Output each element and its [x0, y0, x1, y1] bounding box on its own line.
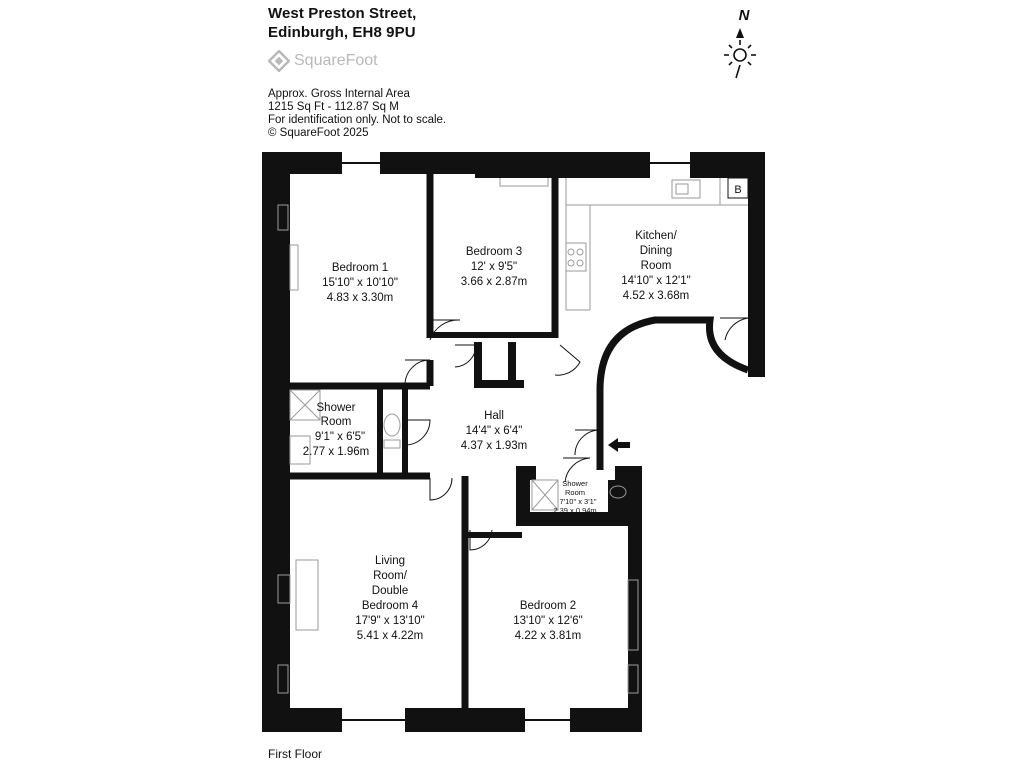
- brand-name: SquareFoot: [294, 52, 378, 69]
- living-name-3: Double: [372, 585, 408, 597]
- compass-sun-icon: N: [724, 7, 756, 79]
- hall-imperial: 14'4" x 6'4": [466, 425, 523, 437]
- shower-tray-icon: [289, 389, 321, 421]
- compass-north-label: N: [739, 7, 751, 24]
- shower2-name-1: Shower: [562, 479, 588, 488]
- kitchen-name-3: Room: [641, 260, 672, 272]
- living-name-1: Living: [375, 555, 405, 567]
- address-line-1: West Preston Street,: [268, 5, 417, 22]
- bedroom1-name: Bedroom 1: [332, 262, 388, 274]
- floor-label: First Floor: [268, 747, 322, 761]
- bedroom2-metric: 4.22 x 3.81m: [515, 630, 581, 642]
- interior-walls: [286, 172, 762, 712]
- kitchen-metric: 4.52 x 3.68m: [623, 290, 689, 302]
- exterior-walls: [262, 152, 765, 732]
- shower1-imperial: 9'1" x 6'5": [315, 431, 365, 443]
- service-core: [474, 342, 524, 388]
- shower2-metric: 2.39 x 0.94m: [553, 506, 596, 515]
- hall-metric: 4.37 x 1.93m: [461, 440, 527, 452]
- shower1-name-1: Shower: [317, 402, 356, 414]
- bedroom1-imperial: 15'10" x 10'10": [322, 277, 398, 289]
- shower1-metric: 2.77 x 1.96m: [303, 446, 369, 458]
- fixtures: [277, 177, 749, 694]
- address-line-2: Edinburgh, EH8 9PU: [268, 24, 416, 41]
- shower1-name-2: Room: [321, 416, 352, 428]
- sink-icon: [671, 179, 701, 199]
- kitchen-imperial: 14'10" x 12'1": [621, 275, 690, 287]
- squarefoot-logo-icon: [268, 50, 290, 72]
- bedroom3-name: Bedroom 3: [466, 246, 522, 258]
- kitchen-name-2: Dining: [640, 245, 673, 257]
- hall-name: Hall: [484, 410, 504, 422]
- kitchen-name-1: Kitchen/: [635, 230, 677, 242]
- brand-logo: SquareFoot: [268, 50, 378, 72]
- boiler-label: B: [734, 184, 741, 196]
- living-imperial: 17'9" x 13'10": [355, 615, 424, 627]
- toilet-icon: [383, 413, 401, 437]
- outer-lines: [342, 162, 690, 721]
- living-name-2: Room/: [373, 570, 408, 582]
- info-area-value: 1215 Sq Ft - 112.87 Sq M: [268, 101, 399, 113]
- shower2-tray-icon: [531, 479, 559, 511]
- bedroom2-name: Bedroom 2: [520, 600, 576, 612]
- bedroom1-metric: 4.83 x 3.30m: [327, 292, 393, 304]
- living-metric: 5.41 x 4.22m: [357, 630, 423, 642]
- bedroom2-imperial: 13'10" x 12'6": [513, 615, 582, 627]
- bedroom3-imperial: 12' x 9'5": [471, 261, 517, 273]
- hob-icon: [565, 242, 587, 272]
- info-copyright: © SquareFoot 2025: [268, 127, 369, 139]
- entrance-arrow-icon: [608, 438, 630, 452]
- living-name-4: Bedroom 4: [362, 600, 419, 612]
- basin-icon: [289, 435, 311, 465]
- shower2-name-2: Room: [565, 488, 585, 497]
- info-disclaimer: For identification only. Not to scale.: [268, 114, 447, 126]
- info-area-label: Approx. Gross Internal Area: [268, 88, 410, 100]
- shower2-imperial: 7'10" x 3'1": [560, 497, 597, 506]
- boiler-icon: [727, 177, 749, 199]
- bedroom3-metric: 3.66 x 2.87m: [461, 276, 527, 288]
- door-swings: [404, 317, 749, 551]
